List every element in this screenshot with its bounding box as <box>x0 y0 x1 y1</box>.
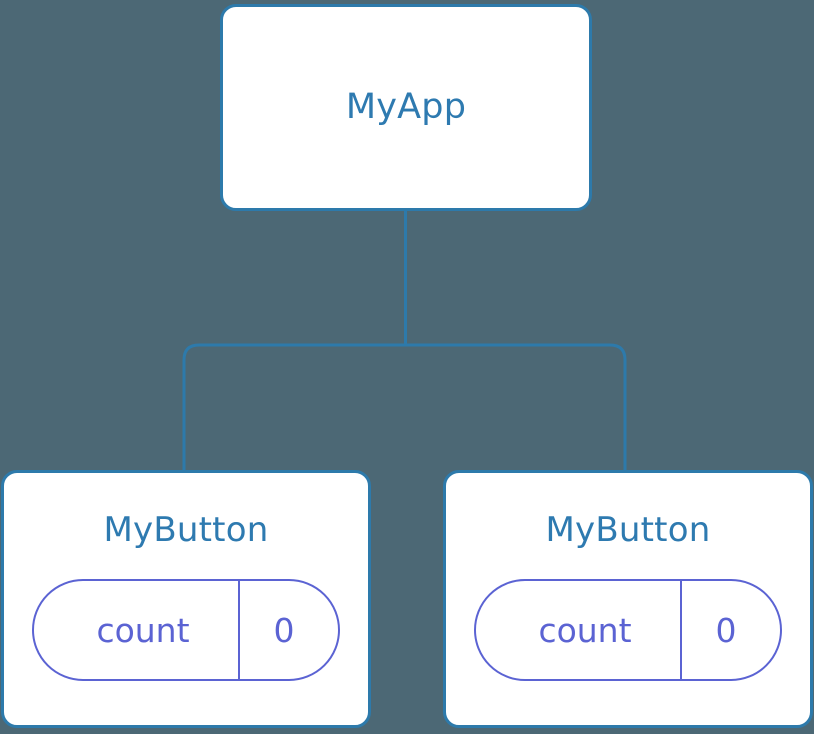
state-pill-1[interactable]: count 0 <box>32 579 340 681</box>
state-value-1: 0 <box>273 610 295 650</box>
edge-root-to-child-left <box>182 343 406 472</box>
edge-root-to-child-right <box>405 343 627 472</box>
node-mybutton-1-label: MyButton <box>103 510 269 550</box>
state-key-1: count <box>96 610 190 650</box>
node-mybutton-2[interactable]: MyButton count 0 <box>443 470 813 728</box>
node-mybutton-1[interactable]: MyButton count 0 <box>1 470 371 728</box>
node-myapp-label: MyApp <box>345 87 467 127</box>
state-key-2: count <box>538 610 632 650</box>
state-value-2: 0 <box>715 610 737 650</box>
state-divider-1 <box>238 581 240 679</box>
state-divider-2 <box>680 581 682 679</box>
node-mybutton-2-label: MyButton <box>545 510 711 550</box>
node-myapp[interactable]: MyApp <box>220 4 592 211</box>
state-pill-2[interactable]: count 0 <box>474 579 782 681</box>
